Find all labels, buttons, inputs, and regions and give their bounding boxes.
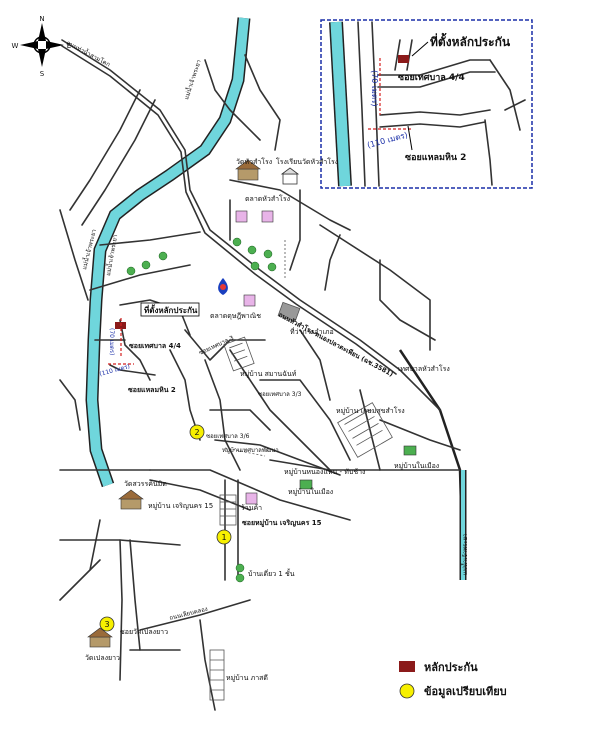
comparison-number-2: 2	[194, 428, 199, 437]
label-village-right: หมู่บ้านในเมือง	[394, 461, 439, 470]
legend-collateral-label: หลักประกัน	[424, 661, 478, 674]
river	[85, 17, 251, 488]
inset-dist-70: (70 เมตร)	[370, 70, 379, 106]
market-icons	[235, 210, 274, 505]
label-main-road: ถนนหัวสำโรง-หนองปลาตะเพียน (ฉช.3581)	[277, 310, 395, 378]
label-dist-110: (110 เมตร)	[99, 363, 131, 378]
comparison-marker-2: 2	[189, 424, 205, 440]
label-village-single: บ้านเดี่ยว 1 ชั้น	[248, 567, 295, 578]
comparison-marker-1: 1	[216, 529, 232, 545]
label-wat-plong: วัดเปลงยาว	[85, 654, 120, 662]
comparison-number-1: 1	[221, 533, 226, 542]
housing-grids	[209, 240, 393, 701]
label-soi-wat-plong: ซอยวัดเปลงยาว	[120, 628, 168, 636]
comparison-number-3: 3	[104, 620, 109, 629]
compass-e-label: E	[67, 42, 71, 50]
temple-icon-wat-plong	[87, 627, 113, 648]
inset-soi-laem-hin: ซอยแหลมหิน 2	[405, 152, 466, 163]
compass-rose: N S E W	[12, 15, 72, 78]
school-icon	[280, 167, 300, 185]
label-road-bottom: ถนนเลียบคลอง	[169, 605, 209, 622]
legend-comparison-swatch	[399, 683, 415, 699]
tree-icons	[126, 237, 277, 583]
label-tessaban-office: เทศบาลหัวสำโรง	[398, 364, 450, 373]
compass-n-label: N	[39, 15, 44, 23]
label-village-nong: หมู่บ้านหนองแหน - ทับช้าง	[284, 468, 365, 476]
label-wat-sam-khok: วัดหัวสำโรง	[236, 157, 272, 166]
label-soi-laem-hin-2: ซอยแหลมหิน 2	[128, 386, 176, 394]
label-river-right: แม่น้ำเจ้าพระยา	[459, 533, 469, 575]
label-village-samakkhi: หมู่บ้าน สมานฉันท์	[240, 370, 297, 378]
label-village-tessaban: หมู่บ้านเทศบาลพัฒนา	[222, 447, 279, 454]
label-soi-tessaban-33: ซอยเทศบาล 3/3	[258, 391, 302, 398]
collateral-callout: ที่ตั้งหลักประกัน	[140, 302, 200, 317]
label-collateral-site: ที่ตั้งหลักประกัน	[144, 304, 198, 315]
village-icons	[299, 445, 417, 490]
label-village-charoen-15: หมู่บ้าน เจริญนคร 15	[148, 502, 213, 510]
inset-soi-tessaban: ซอยเทศบาล 4/4	[398, 73, 465, 83]
label-shop: ร้านค้า	[241, 504, 262, 512]
label-wat-sawan: วัดสวรรค์นิมิต	[124, 480, 167, 488]
label-river-top: แม่น้ำเจ้าพระยา	[180, 58, 202, 101]
gas-station-icon	[218, 278, 228, 295]
label-soi-charoen-15: ซอยหมู่บ้าน เจริญนคร 15	[242, 518, 322, 528]
temple-icon-wat-sam-khok	[235, 159, 261, 181]
temple-icon-wat-sawan	[118, 489, 144, 510]
road-network	[59, 39, 461, 711]
comparison-marker-3: 3	[99, 616, 115, 632]
label-school: โรงเรียนวัดหัวสำโรง	[276, 157, 338, 166]
compass-s-label: S	[40, 70, 45, 78]
inset-title: ที่ตั้งหลักประกัน	[430, 32, 511, 49]
label-soi-tessaban-44: ซอยเทศบาล 4/4	[129, 342, 181, 350]
label-market-mid: ตลาดดุษฎีพาณิช	[210, 312, 261, 320]
label-village-phatsi: หมู่บ้าน ภาสดี	[226, 674, 268, 682]
label-village-in: หมู่บ้านในเมือง	[288, 487, 333, 496]
legend-comparison-label: ข้อมูลเปรียบเทียบ	[424, 685, 507, 699]
legend: หลักประกัน ข้อมูลเปรียบเทียบ	[399, 661, 507, 699]
inset-collateral-marker	[398, 55, 409, 63]
label-village-kasemsuk: หมู่บ้าน เกษมสุขสำโรง	[336, 406, 405, 415]
label-dist-70: (70 เมตร)	[108, 328, 115, 355]
compass-w-label: W	[12, 42, 19, 50]
label-soi-tessaban-36: ซอยเทศบาล 3/6	[206, 433, 250, 440]
legend-collateral-swatch	[399, 661, 415, 672]
inset-map: ที่ตั้งหลักประกัน ซอยเทศบาล 4/4 ซอยแหลมห…	[320, 19, 533, 189]
label-market-top: ตลาดหัวสำโรง	[245, 194, 290, 203]
label-district-office: ที่ว่าการอำเภอ	[290, 327, 334, 336]
